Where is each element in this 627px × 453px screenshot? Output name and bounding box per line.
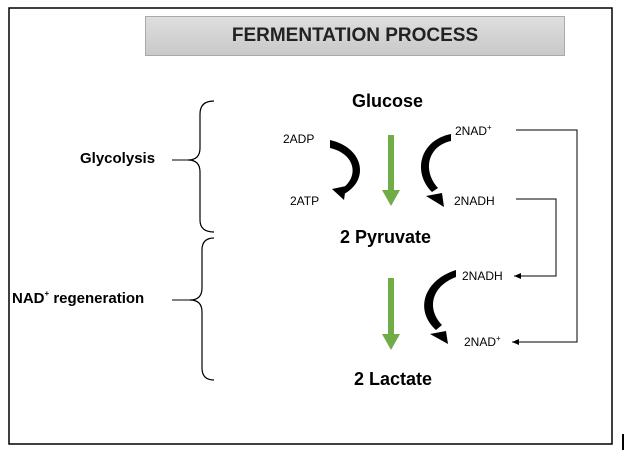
nad-regeneration-label: NAD+ regeneration — [12, 289, 145, 307]
connector-arrow-icon — [514, 198, 557, 279]
curved-arrow-icon — [330, 140, 361, 200]
green-down-arrow-icon — [382, 135, 400, 206]
nad-top-label: 2NAD+ — [455, 123, 492, 138]
curved-arrow-icon — [421, 134, 451, 207]
nad-bottom-label: 2NAD+ — [464, 334, 501, 349]
green-down-arrow-icon — [382, 278, 400, 350]
atp-label: 2ATP — [290, 194, 320, 208]
adp-label: 2ADP — [283, 132, 315, 146]
glucose-label: Glucose — [352, 91, 424, 111]
diagram-frame — [8, 7, 613, 445]
glycolysis-label: Glycolysis — [80, 150, 156, 167]
nadh-top-label: 2NADH — [454, 194, 495, 208]
curved-arrow-icon — [424, 270, 456, 344]
glycolysis-brace-icon — [187, 100, 215, 233]
nad-regeneration-brace-icon — [189, 237, 215, 381]
lactate-label: 2 Lactate — [354, 369, 433, 389]
pyruvate-label: 2 Pyruvate — [340, 227, 432, 247]
connector-arrow-icon — [512, 129, 578, 345]
nadh-bottom-label: 2NADH — [462, 269, 503, 283]
page-title: FERMENTATION PROCESS — [145, 16, 565, 56]
